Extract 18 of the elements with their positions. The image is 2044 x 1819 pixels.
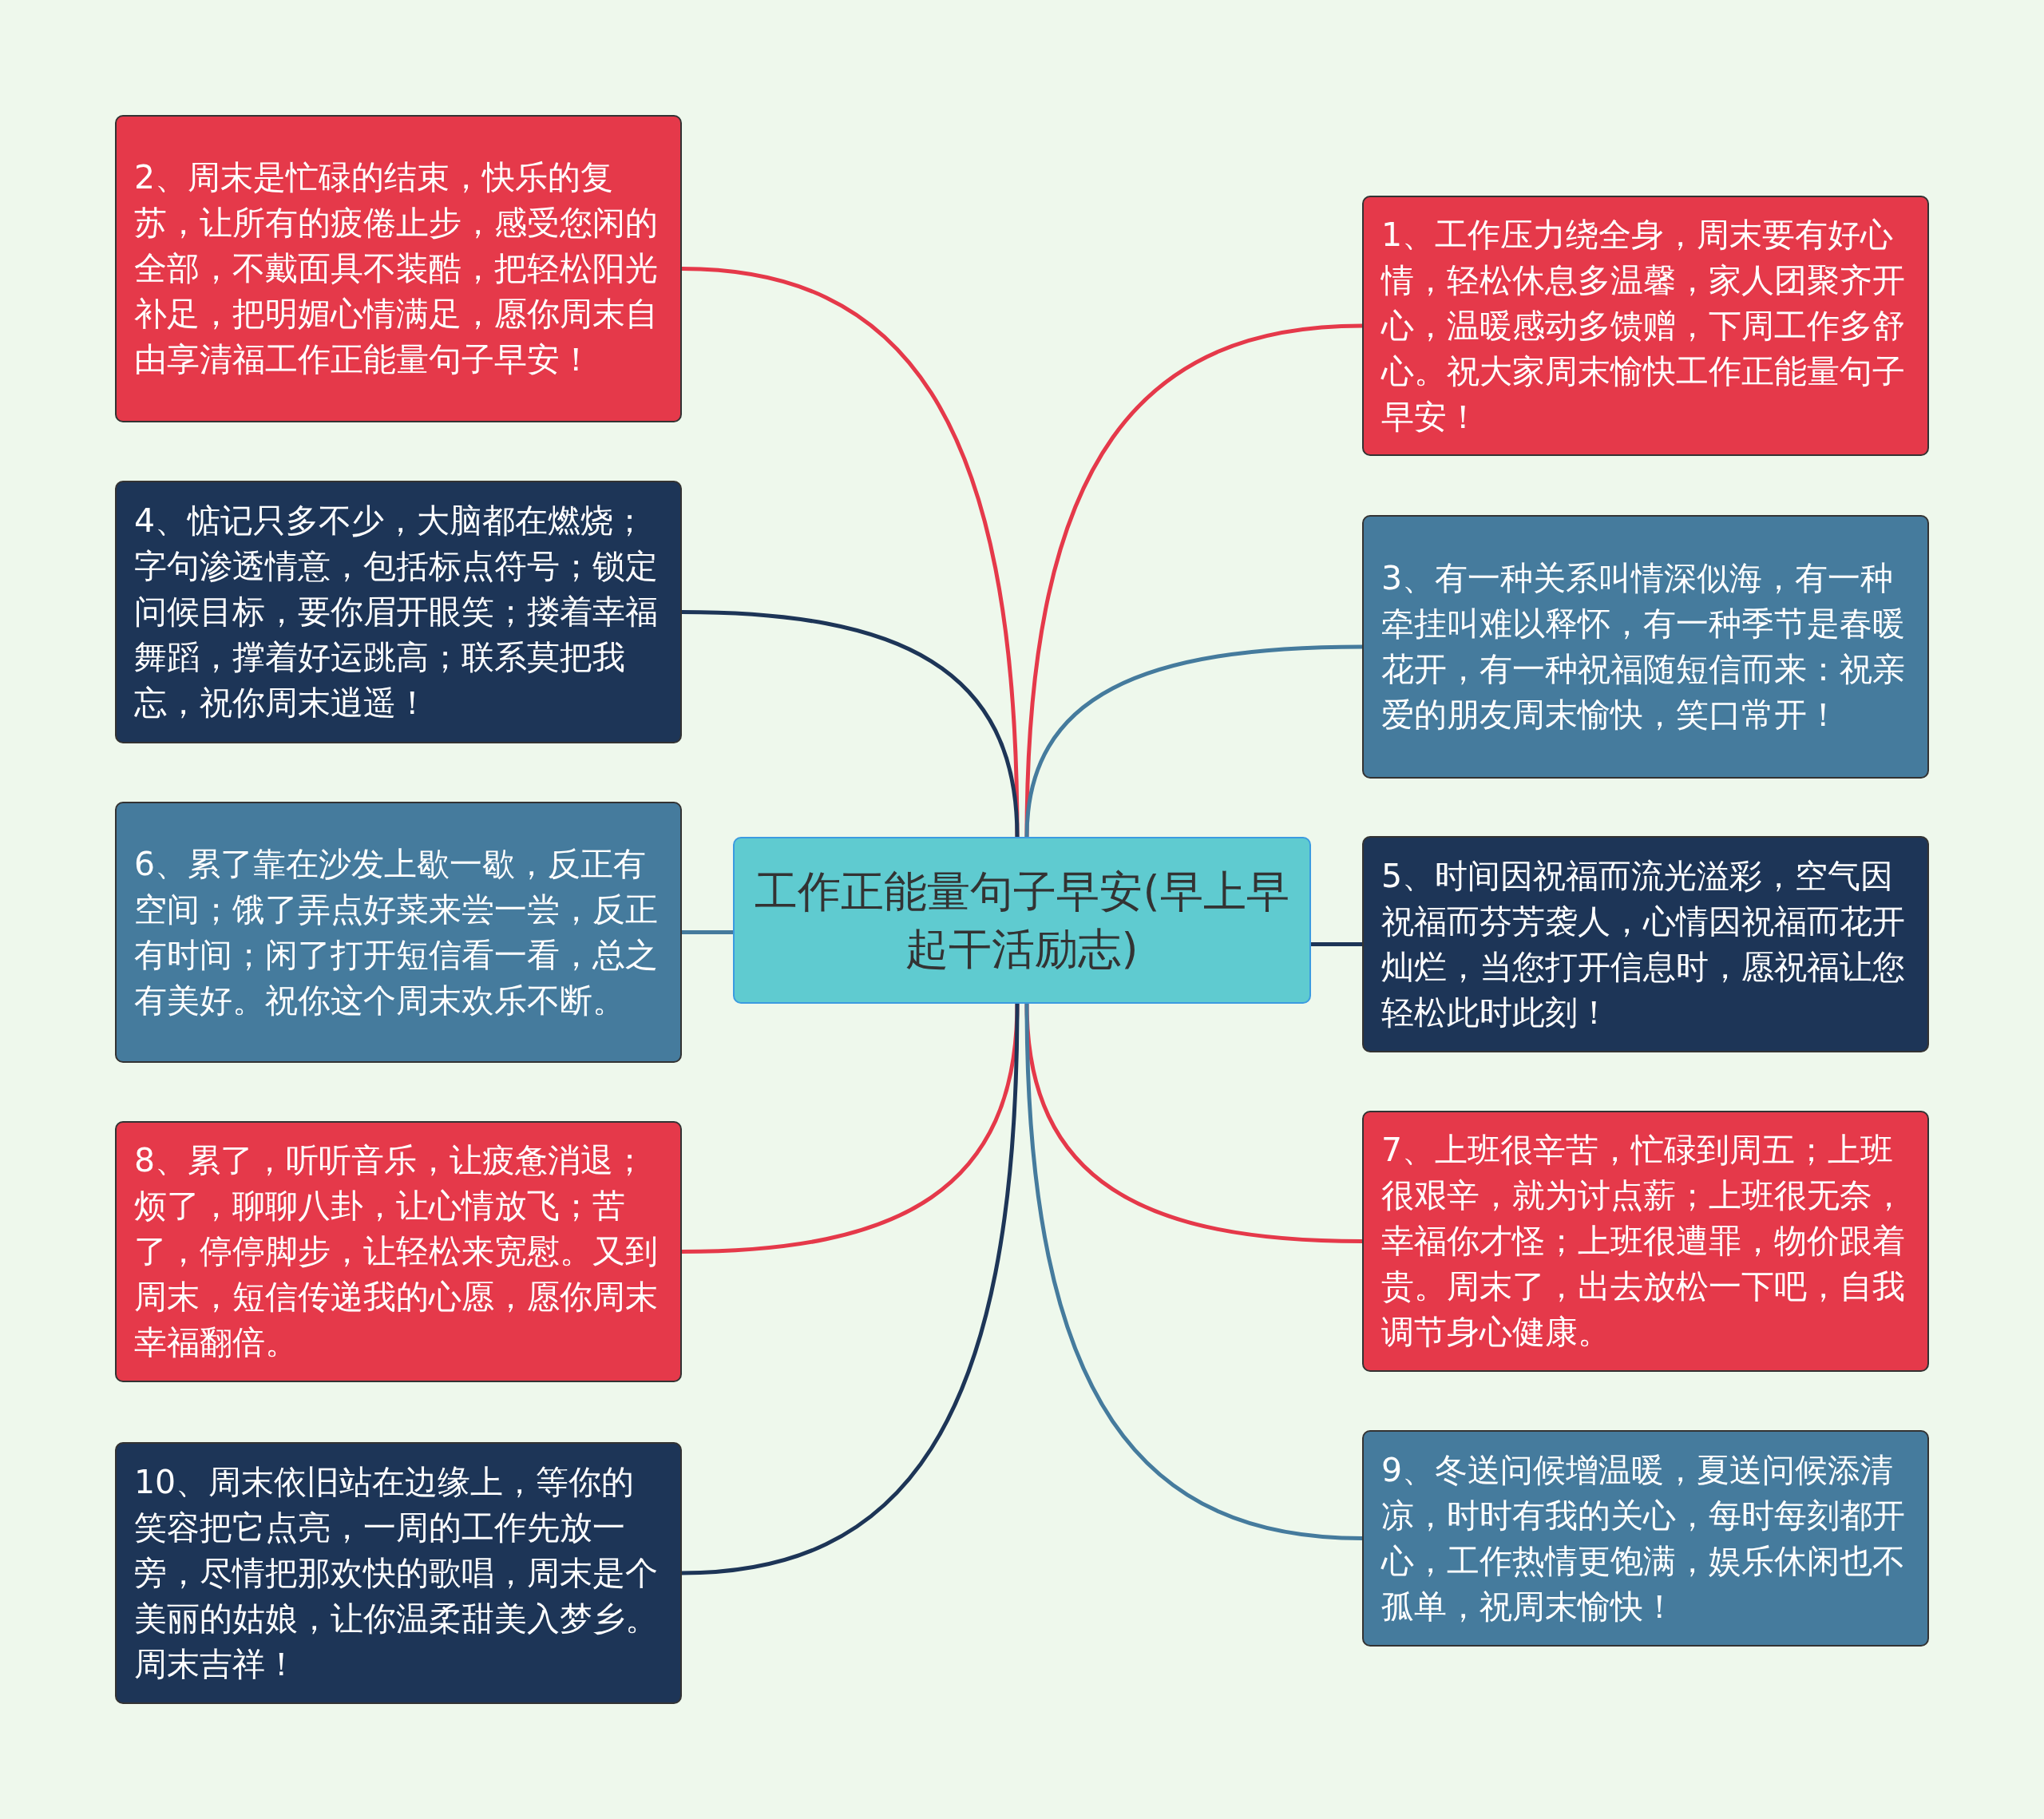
connector-line (682, 930, 733, 934)
central-topic-box: 工作正能量句子早安(早上早起干活励志) (733, 837, 1311, 1004)
branch-box: 5、时间因祝福而流光溢彩，空气因祝福而芬芳袭人，心情因祝福而花开灿烂，当您打开信息时，愿祝福让您轻松此时此刻！ (1362, 836, 1929, 1052)
connector-line (1024, 1003, 1363, 1540)
connector-line (681, 610, 1020, 838)
connector-line (681, 1003, 1020, 1575)
branch-box: 1、工作压力绕全身，周末要有好心情，轻松休息多温馨，家人团聚齐开心，温暖感动多馈赠，下周工作多舒心。祝大家周末愉快工作正能量句子早安！ (1362, 196, 1929, 456)
branch-box: 6、累了靠在沙发上歇一歇，反正有空间；饿了弄点好菜来尝一尝，反正有时间；闲了打开短信看一看，总之有美好。祝你这个周末欢乐不断。 (115, 802, 682, 1063)
branch-box: 7、上班很辛苦，忙碌到周五；上班很艰辛，就为讨点薪；上班很无奈，幸福你才怪；上班很遭罪，物价跟着贵。周末了，出去放松一下吧，自我调节身心健康。 (1362, 1111, 1929, 1372)
branch-box: 10、周末依旧站在边缘上，等你的笑容把它点亮，一周的工作先放一旁，尽情把那欢快的歌唱，周末是个美丽的姑娘，让你温柔甜美入梦乡。周末吉祥！ (115, 1442, 682, 1704)
branch-box: 3、有一种关系叫情深似海，有一种牵挂叫难以释怀，有一种季节是春暖花开，有一种祝福随短信而来：祝亲爱的朋友周末愉快，笑口常开！ (1362, 515, 1929, 779)
branch-box: 8、累了，听听音乐，让疲惫消退；烦了，聊聊八卦，让心情放飞；苦了，停停脚步，让轻松来宽慰。又到周末，短信传递我的心愿，愿你周末幸福翻倍。 (115, 1121, 682, 1382)
branch-box: 9、冬送问候增温暖，夏送问候添清凉，时时有我的关心，每时每刻都开心，工作热情更饱满，娱乐休闲也不孤单，祝周末愉快！ (1362, 1430, 1929, 1647)
branch-box: 4、惦记只多不少，大脑都在燃烧；字句渗透情意，包括标点符号；锁定问候目标，要你眉开眼笑；搂着幸福舞蹈，撑着好运跳高；联系莫把我忘，祝你周末逍遥！ (115, 481, 682, 743)
connector-line (1311, 942, 1362, 946)
connector-line (1024, 323, 1363, 838)
branch-box: 2、周末是忙碌的结束，快乐的复苏，让所有的疲倦止步，感受您闲的全部，不戴面具不装酷，把轻松阳光补足，把明媚心情满足，愿你周末自由享清福工作正能量句子早安！ (115, 115, 682, 422)
connector-line (1024, 644, 1363, 838)
